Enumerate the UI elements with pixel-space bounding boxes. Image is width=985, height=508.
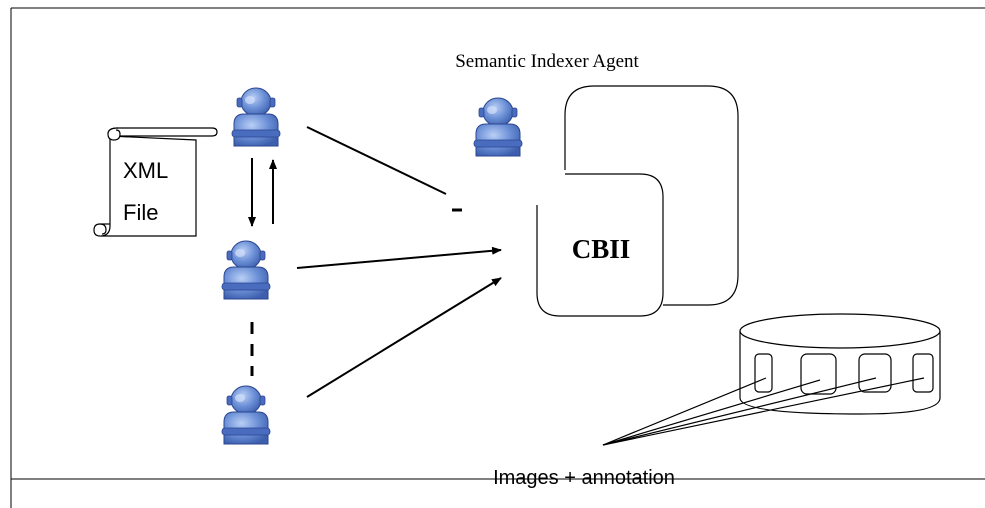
agent-middle — [221, 240, 271, 300]
xml-file-document: XML File — [93, 127, 218, 237]
cbii-label: CBII — [572, 234, 631, 264]
agent-top — [231, 87, 281, 147]
image-database — [739, 313, 941, 415]
agent-exchange-arrows — [248, 158, 277, 227]
user-agent-icon — [221, 240, 271, 300]
image-slot-2 — [800, 353, 837, 395]
scroll-document-icon — [93, 127, 218, 237]
cbii-component: CBII — [536, 85, 739, 317]
user-agent-icon — [231, 87, 281, 147]
xml-file-line1: XML — [123, 158, 168, 183]
agent-bottom — [221, 385, 271, 445]
cbii-front-panel — [536, 173, 664, 317]
xml-file-line2: File — [123, 200, 158, 225]
agent-to-cbii-arrows — [296, 126, 502, 398]
image-slot-3 — [858, 353, 892, 393]
arrow-middle-agent-to-cbii — [296, 246, 502, 269]
semantic-indexer-agent — [473, 97, 523, 157]
user-agent-icon — [473, 97, 523, 157]
frame — [10, 7, 985, 508]
arrow-bottom-agent-to-cbii — [306, 277, 502, 398]
database-cylinder-icon — [739, 313, 941, 415]
user-agent-icon — [221, 385, 271, 445]
annotation-lines — [602, 377, 925, 446]
image-slot-1 — [754, 353, 773, 393]
arrow-top-agent-to-cbii — [306, 126, 447, 195]
semantic-indexer-agent-label: Semantic Indexer Agent — [455, 51, 639, 72]
image-slot-4 — [912, 353, 934, 393]
cbii-back-panel — [564, 85, 739, 306]
images-annotation-label: Images + annotation — [493, 467, 675, 489]
